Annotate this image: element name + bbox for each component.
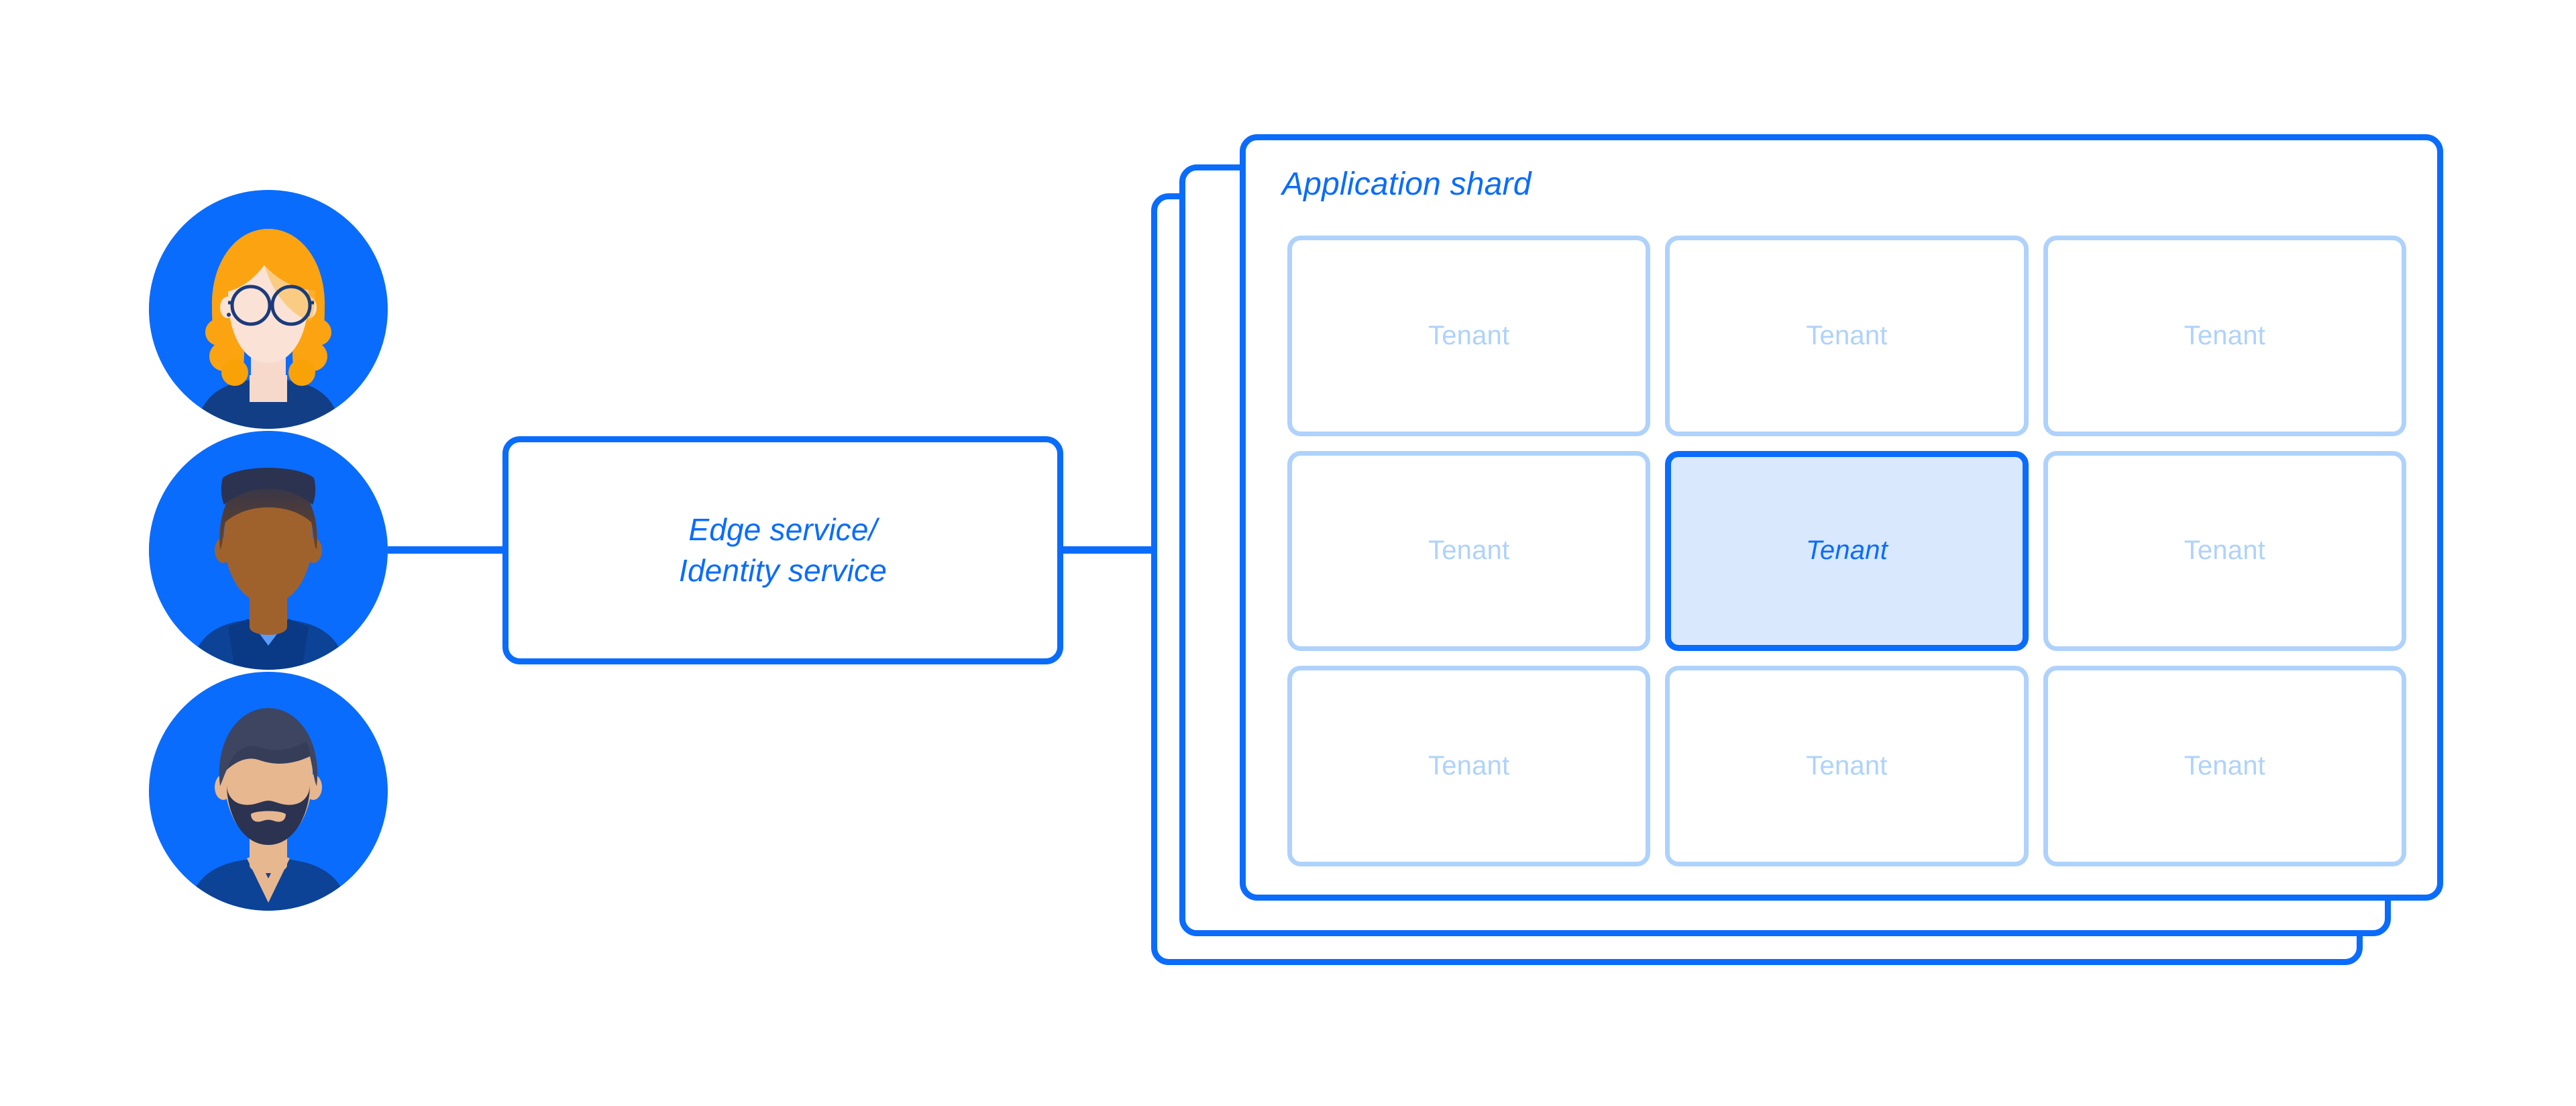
tenant-grid: Tenant Tenant Tenant Tenant Tenant Tenan… — [1287, 236, 2406, 866]
edge-service-label: Edge service/ Identity service — [679, 512, 887, 588]
connector-edge-to-shards — [1063, 546, 1179, 554]
avatar-blonde-glasses — [149, 190, 388, 429]
avatar-blonde-glasses-icon — [149, 190, 388, 429]
tenant-cell[interactable]: Tenant — [1665, 236, 2029, 436]
avatar-bearded — [149, 672, 388, 911]
tenant-cell[interactable]: Tenant — [1665, 666, 2029, 866]
application-shard-title: Application shard — [1282, 166, 1532, 202]
application-shard-stack: Application shard Tenant Tenant Tenant T… — [1151, 134, 2446, 973]
tenant-cell[interactable]: Tenant — [2043, 236, 2406, 436]
connector-users-to-edge — [388, 546, 508, 554]
tenant-cell[interactable]: Tenant — [1287, 666, 1651, 866]
avatar-bearded-icon — [149, 672, 388, 911]
users-group — [149, 190, 388, 911]
edge-service-box[interactable]: Edge service/ Identity service — [502, 436, 1063, 664]
tenant-cell-active[interactable]: Tenant — [1665, 450, 2029, 652]
tenant-cell[interactable]: Tenant — [2043, 666, 2406, 866]
tenant-cell[interactable]: Tenant — [1287, 450, 1651, 652]
avatar-short-hair — [149, 431, 388, 670]
tenant-cell[interactable]: Tenant — [2043, 450, 2406, 652]
tenant-cell[interactable]: Tenant — [1287, 236, 1651, 436]
application-shard-card-front[interactable]: Application shard Tenant Tenant Tenant T… — [1240, 134, 2443, 901]
avatar-short-hair-icon — [149, 431, 388, 670]
